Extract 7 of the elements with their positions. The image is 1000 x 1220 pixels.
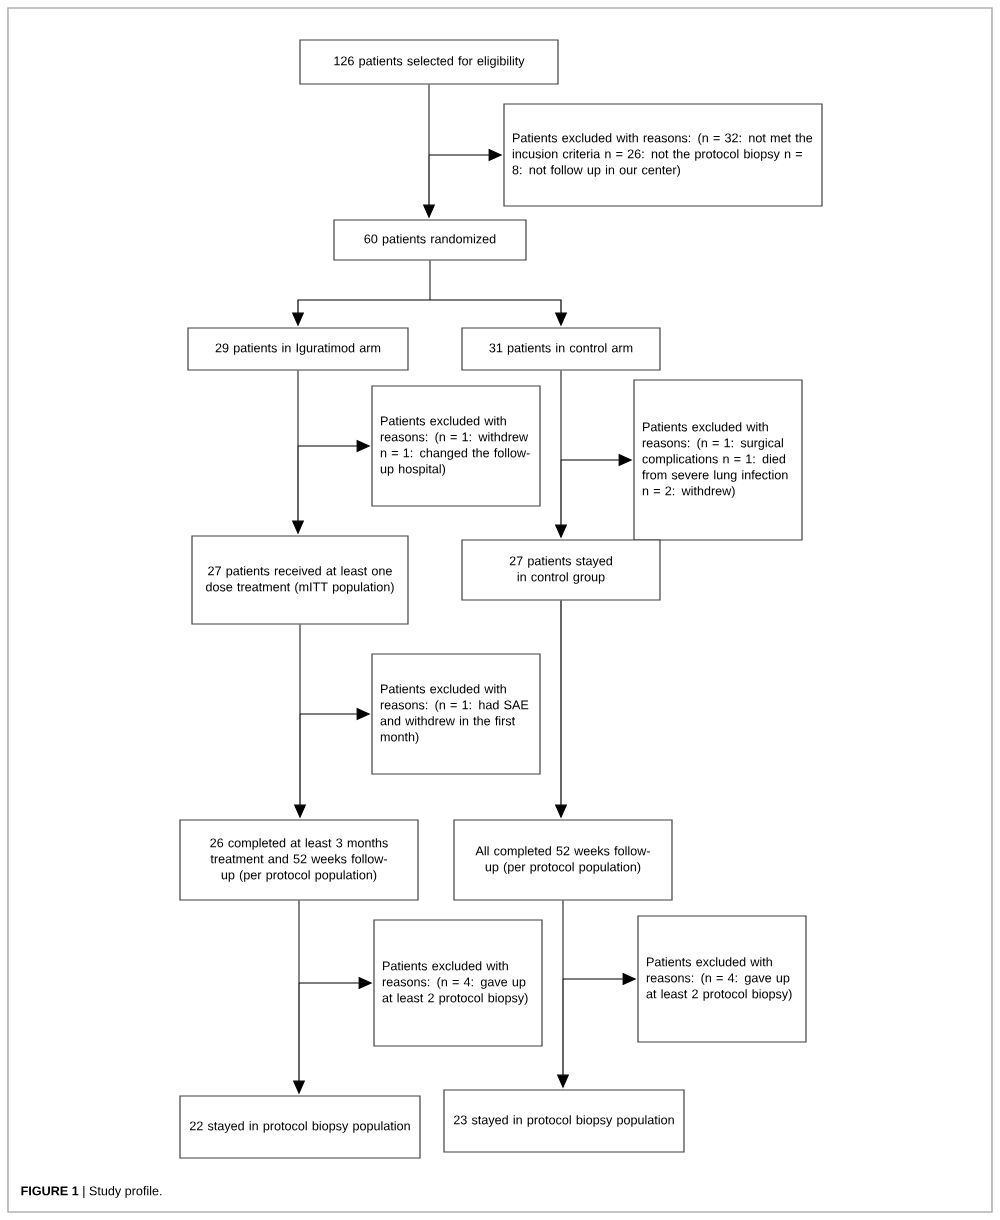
connector-line xyxy=(298,900,300,984)
connector-line xyxy=(299,624,301,715)
connector-line xyxy=(428,84,430,156)
connector-line xyxy=(297,370,299,447)
connector-line xyxy=(560,370,562,461)
connector-line xyxy=(429,260,431,301)
connector-line xyxy=(562,900,564,980)
